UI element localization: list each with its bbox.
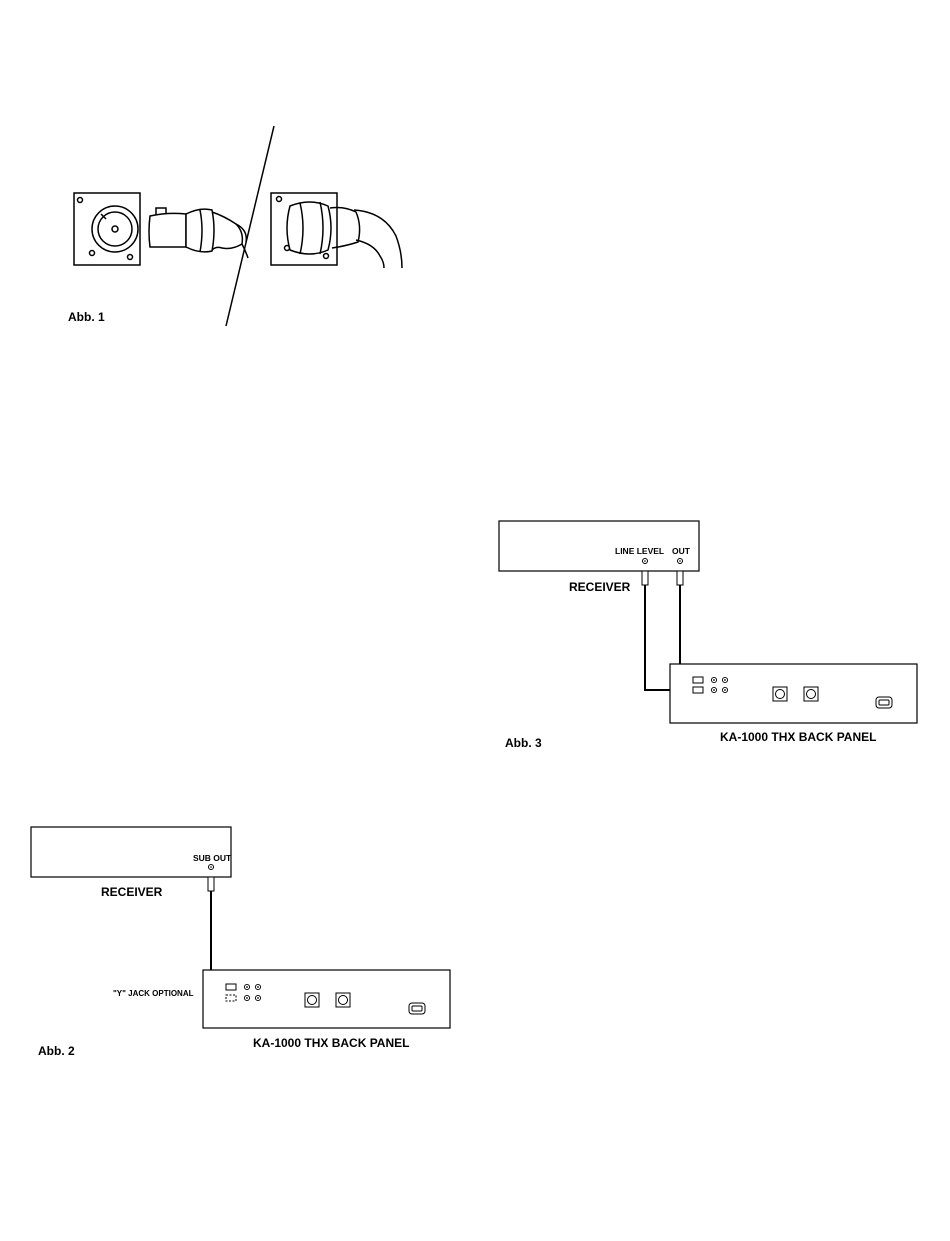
fig2-caption: Abb. 2 [38,1044,75,1058]
fig3-plug-1 [693,677,703,683]
fig3-receiver-label: RECEIVER [569,580,631,594]
fig3-receiver-box [499,521,699,571]
fig2-plug-solid [226,984,236,990]
fig3-rca-plug-right [677,571,683,585]
fig1-plug-collar [186,209,214,252]
fig2-receiver-label: RECEIVER [101,885,163,899]
fig2-receiver-box [31,827,231,877]
fig2-sub-out-label: SUB OUT [193,853,232,863]
fig1-plug-body [149,213,186,247]
fig3-caption: Abb. 3 [505,736,542,750]
fig3-power-socket [876,697,892,708]
figure-1 [74,126,402,326]
fig3-back-panel [670,664,917,723]
fig3-out-label: OUT [672,546,691,556]
fig2-y-jack-label: "Y" JACK OPTIONAL [113,989,194,998]
figure-3: LINE LEVEL OUT RECEIVER KA-1000 T [499,521,917,750]
fig2-panel-label: KA-1000 THX BACK PANEL [253,1036,409,1050]
figure-2: SUB OUT RECEIVER "Y" JACK OPTIONA [31,827,450,1058]
fig1-plug-boot [212,212,242,250]
fig3-rca-plug-left [642,571,648,585]
fig1-caption: Abb. 1 [68,310,105,324]
fig2-back-panel [203,970,450,1028]
fig2-rca-plug-top [208,877,214,891]
fig2-power-socket [409,1003,425,1014]
fig2-plug-dashed [226,995,236,1001]
fig3-line-level-label: LINE LEVEL [615,546,664,556]
fig3-panel-label: KA-1000 THX BACK PANEL [720,730,876,744]
fig1-plugged-collar [287,202,331,254]
fig3-plug-2 [693,687,703,693]
fig1-cable-right [354,210,402,268]
fig1-divider [226,126,274,326]
